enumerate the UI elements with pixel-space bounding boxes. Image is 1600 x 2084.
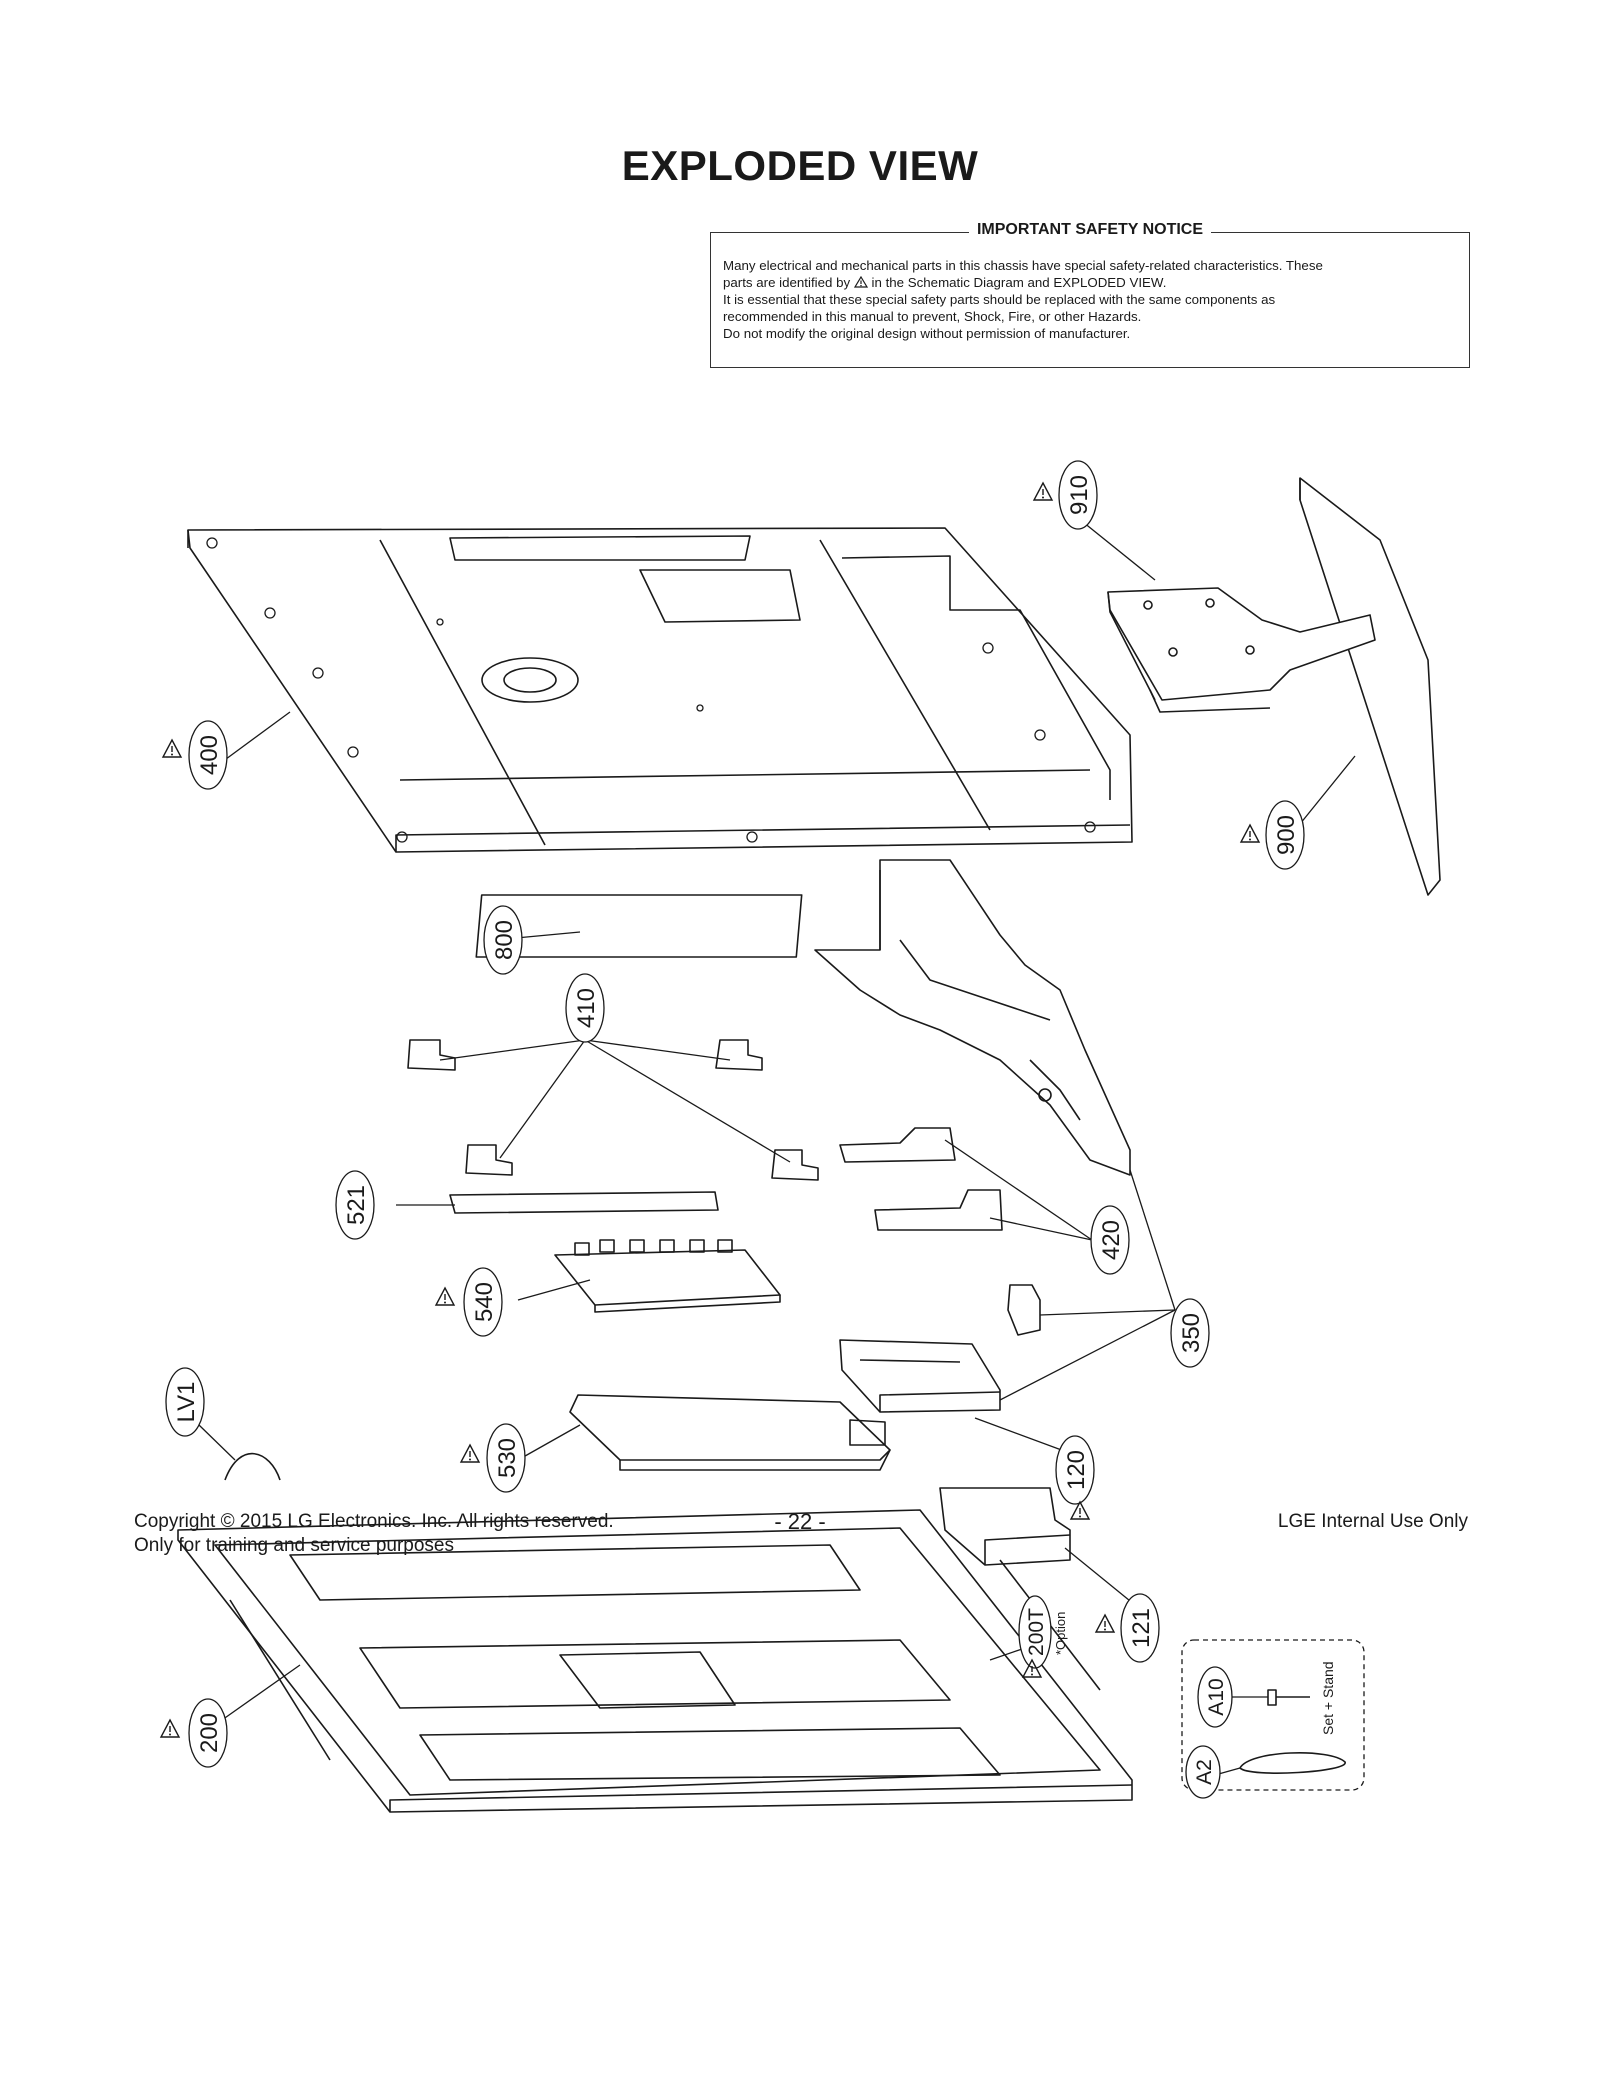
label-121: 121: [1120, 1593, 1160, 1663]
footer-internal: LGE Internal Use Only: [1277, 1511, 1468, 1532]
svg-text:800: 800: [491, 920, 518, 960]
notice-line-4: recommended in this manual to prevent, S…: [723, 309, 1142, 324]
svg-text:521: 521: [343, 1185, 370, 1225]
main-frame-bracket-part: [814, 859, 1131, 1176]
footer-training: Only for training and service purposes: [134, 1535, 454, 1556]
label-910: 910: [1058, 460, 1098, 530]
label-420: 420: [1090, 1205, 1130, 1275]
label-a2: A2: [1185, 1745, 1221, 1799]
svg-text:420: 420: [1098, 1220, 1125, 1260]
svg-text:200: 200: [196, 1713, 223, 1753]
label-a10: A10: [1197, 1666, 1233, 1728]
bracket-420-part: [839, 1127, 1003, 1231]
main-board-540-part: [554, 1239, 781, 1313]
svg-text:A2: A2: [1193, 1759, 1216, 1785]
label-800: 800: [483, 905, 523, 975]
notice-line-5: Do not modify the original design withou…: [723, 326, 1131, 341]
display-panel-200-part: [177, 1509, 1133, 1813]
svg-text:200T: 200T: [1025, 1608, 1048, 1656]
svg-text:LV1: LV1: [173, 1382, 200, 1423]
svg-text:A10: A10: [1205, 1678, 1228, 1715]
label-400: 400: [188, 720, 228, 790]
leader-lines: [198, 517, 1356, 1776]
psu-120-part: [839, 1339, 1001, 1413]
label-410: 410: [565, 973, 605, 1043]
notice-line-1: Many electrical and mechanical parts in …: [723, 258, 1323, 273]
safety-notice-body: Many electrical and mechanical parts in …: [723, 257, 1457, 342]
label-900: 900: [1265, 800, 1305, 870]
module-121-part: [939, 1487, 1071, 1566]
label-lv1: LV1: [165, 1367, 205, 1437]
label-521: 521: [335, 1170, 375, 1240]
warning-triangle-icon: [1033, 482, 1053, 501]
cable-lv1-part: [224, 1452, 281, 1481]
label-200: 200: [188, 1698, 228, 1768]
remote-a2-part: [1239, 1752, 1346, 1774]
svg-text:900: 900: [1273, 815, 1300, 855]
svg-text:530: 530: [494, 1438, 521, 1478]
safety-notice-box: IMPORTANT SAFETY NOTICE Many electrical …: [710, 221, 1470, 368]
svg-text:540: 540: [471, 1282, 498, 1322]
warning-triangle-icon: [460, 1444, 480, 1463]
svg-text:400: 400: [196, 735, 223, 775]
svg-text:910: 910: [1066, 475, 1093, 515]
label-530: 530: [486, 1423, 526, 1493]
label-200t: 200T: [1018, 1595, 1052, 1669]
warning-triangle-icon: [162, 739, 182, 758]
notice-line-2: parts are identified by in the Schematic…: [723, 274, 1457, 291]
label-350: 350: [1170, 1298, 1210, 1368]
svg-text:410: 410: [573, 988, 600, 1028]
label-540: 540: [463, 1267, 503, 1337]
notice-line-2b: in the Schematic Diagram and EXPLODED VI…: [871, 275, 1167, 290]
warning-triangle-icon: [160, 1719, 180, 1738]
svg-text:121: 121: [1128, 1608, 1155, 1648]
label-120: 120: [1055, 1435, 1095, 1505]
back-cover-part: [187, 527, 1133, 853]
side-piece-350-part: [1007, 1284, 1041, 1336]
set-stand-note: Set + Stand: [1320, 1661, 1336, 1735]
insulation-sheet-part: [475, 894, 803, 958]
svg-text:350: 350: [1178, 1313, 1205, 1353]
option-note: *Option: [1053, 1612, 1068, 1655]
svg-text:120: 120: [1063, 1450, 1090, 1490]
stand-part: [1107, 477, 1441, 896]
warning-triangle-icon: [1095, 1614, 1115, 1633]
footer-page-number: - 22 -: [774, 1509, 826, 1534]
accessory-box: [1181, 1639, 1365, 1791]
footer-left: Copyright © 2015 LG Electronics. Inc. Al…: [134, 1510, 614, 1558]
warning-triangle-icon: [1240, 824, 1260, 843]
rail-521-part: [449, 1191, 719, 1214]
safety-notice-heading: IMPORTANT SAFETY NOTICE: [968, 221, 1212, 238]
notice-line-2a: parts are identified by: [723, 275, 851, 290]
warning-triangle-icon: [853, 276, 868, 288]
bracket-410-part: [407, 1039, 819, 1181]
part-labels: 910 400 900 800 410 521 420: [160, 460, 1336, 1799]
warning-triangle-icon: [435, 1287, 455, 1306]
page-title: EXPLODED VIEW: [621, 142, 979, 189]
footer-copyright: Copyright © 2015 LG Electronics. Inc. Al…: [134, 1511, 614, 1532]
power-board-530-part: [569, 1394, 891, 1471]
notice-line-3: It is essential that these special safet…: [723, 292, 1276, 307]
screw-a10-part: [1267, 1689, 1310, 1706]
footer-page-number-wrap: - 22 -: [0, 1510, 1600, 1534]
safety-notice-heading-wrap: IMPORTANT SAFETY NOTICE: [711, 221, 1469, 239]
